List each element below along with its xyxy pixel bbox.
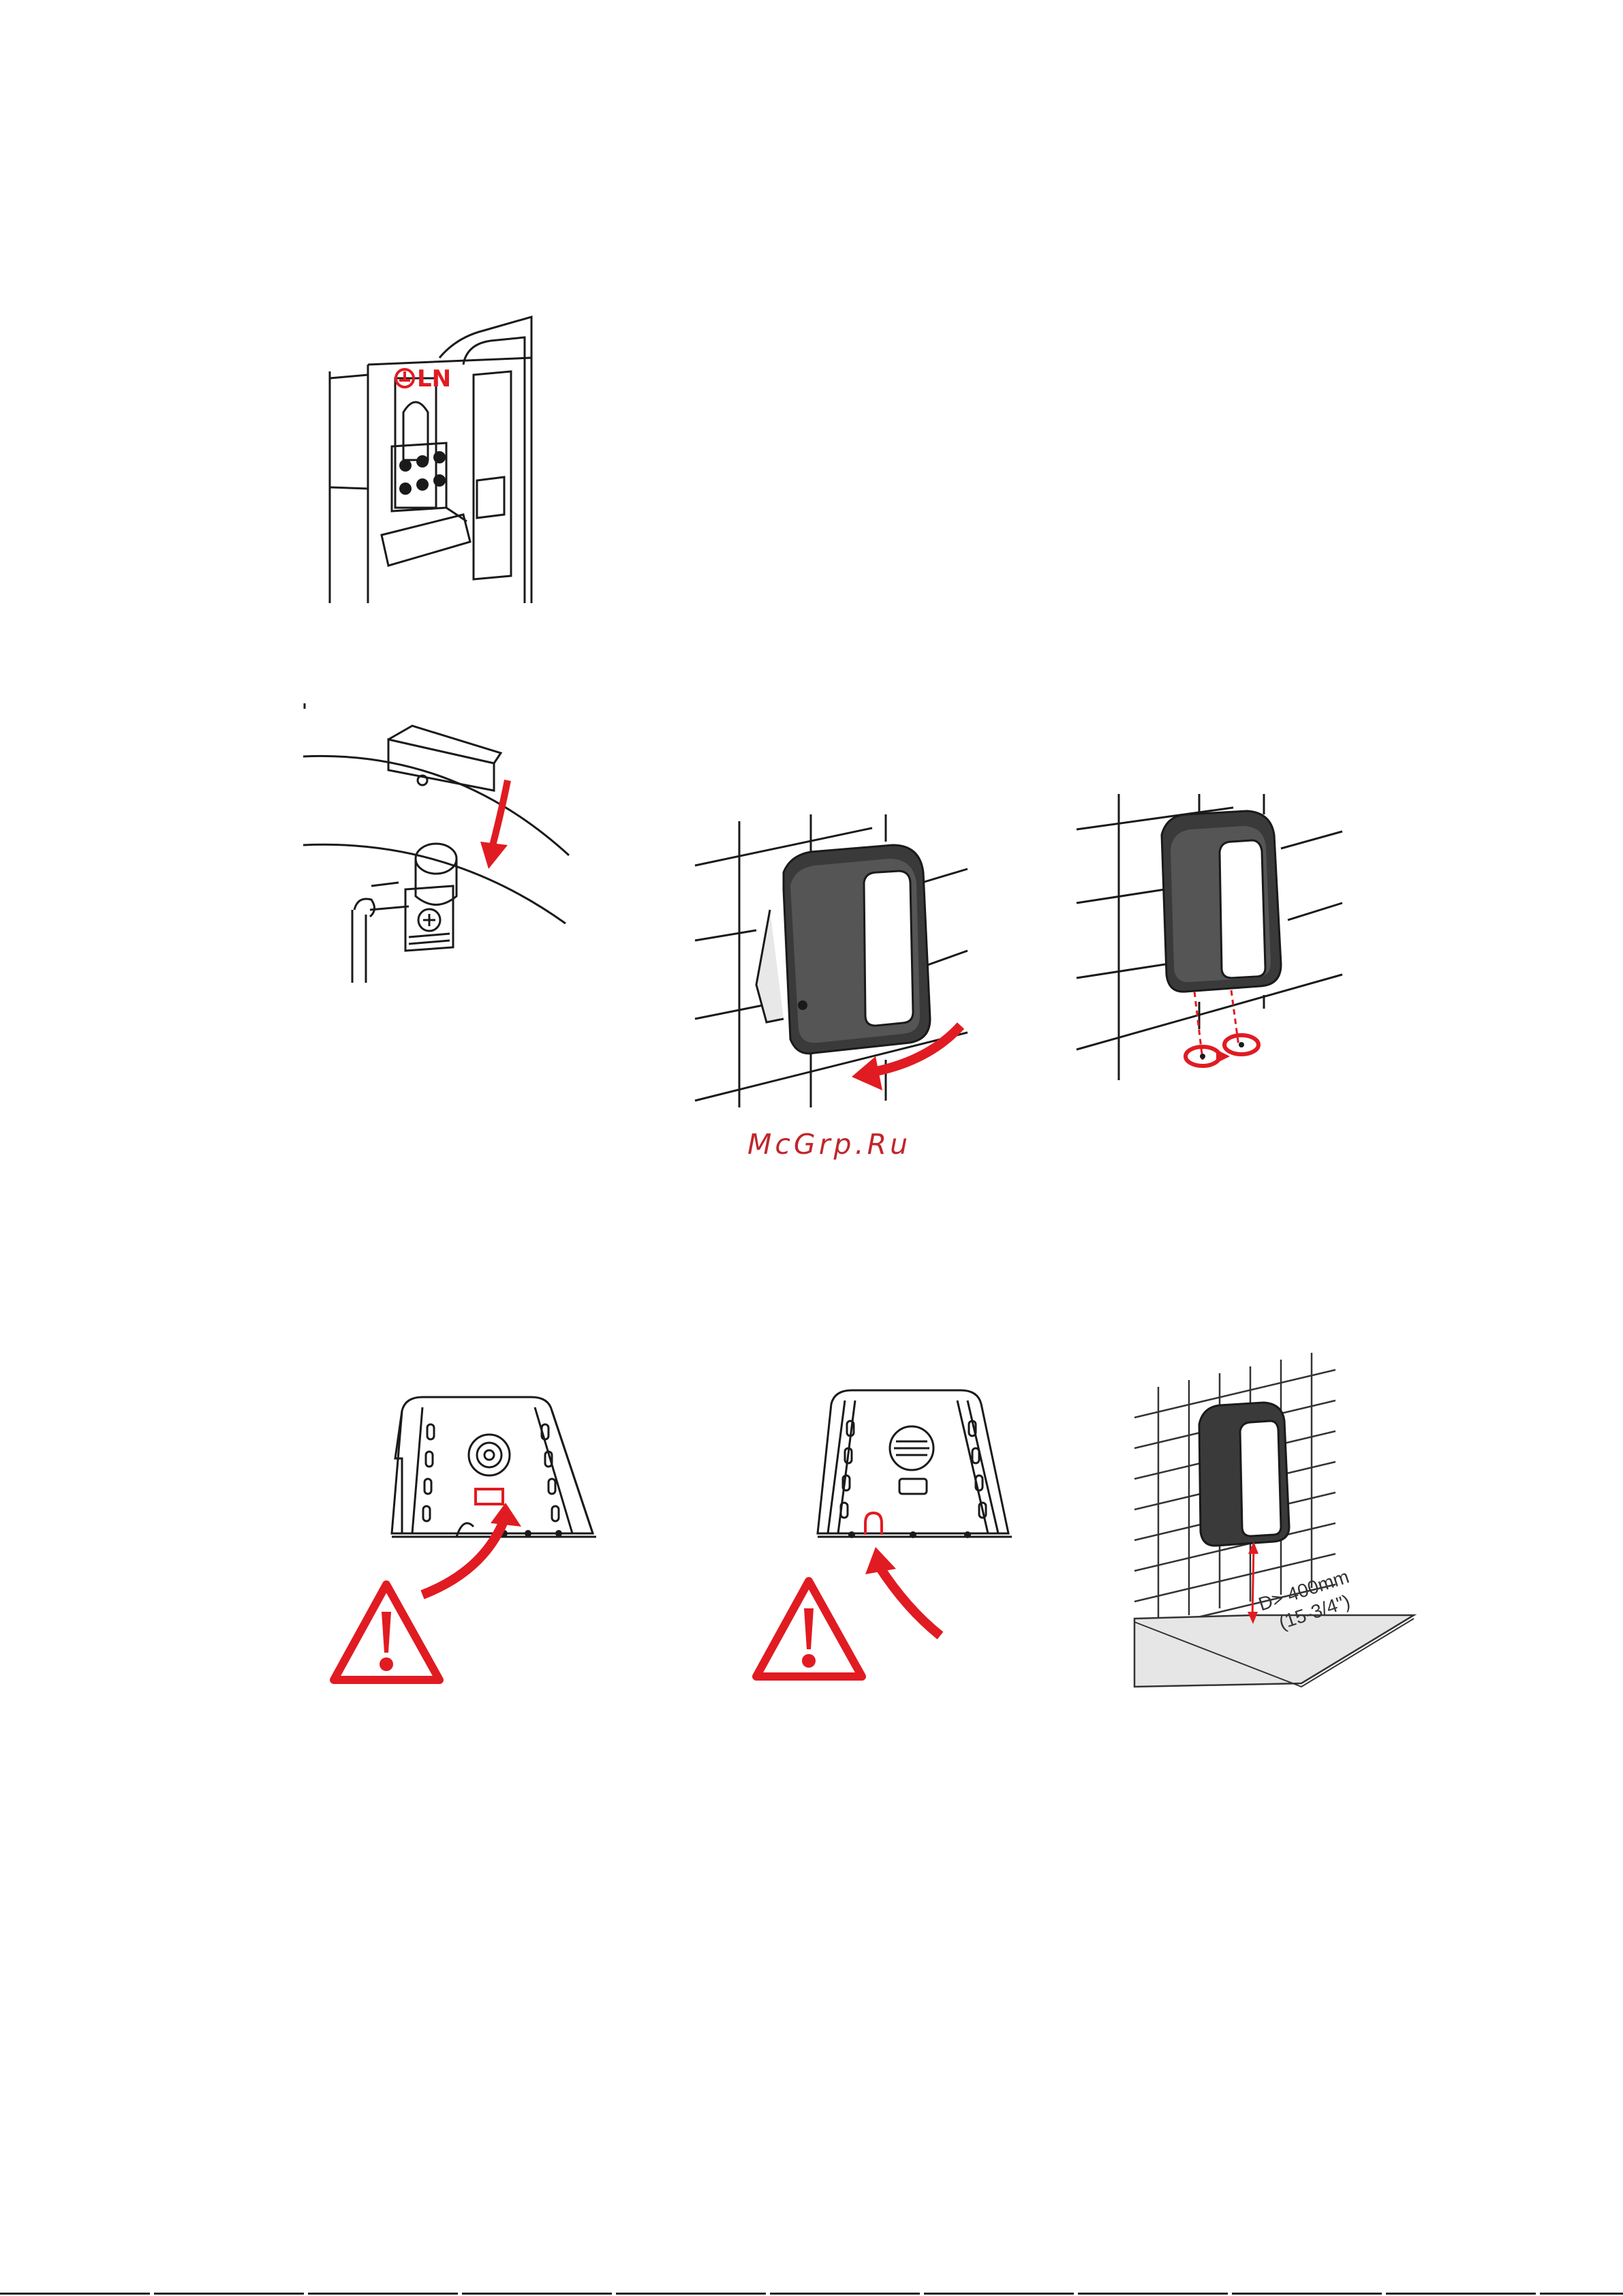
dryer-attach-figure	[695, 814, 981, 1107]
watermark-text: McGrp.Ru	[747, 1128, 911, 1161]
cable-clamp-figure	[303, 702, 576, 988]
terminal-block-figure: LN	[327, 310, 538, 603]
bottom-warning-drawing-left	[327, 1390, 613, 1690]
cable-clamp-drawing	[303, 702, 576, 988]
clearance-figure: D> 400mm (15-3/4")	[1131, 1349, 1417, 1697]
page-bottom-border	[0, 2293, 1623, 2295]
terminal-block-drawing: LN	[327, 310, 538, 603]
bottom-warning-figure-left	[327, 1390, 613, 1690]
clearance-drawing: D> 400mm (15-3/4")	[1131, 1349, 1417, 1697]
warning-triangle-icon	[756, 1581, 862, 1677]
bottom-warning-drawing-middle	[743, 1383, 1029, 1690]
warning-triangle-icon	[334, 1585, 439, 1680]
dryer-screw-figure	[1077, 794, 1342, 1080]
rotation-arrow-icon	[1186, 1035, 1258, 1066]
dryer-screw-drawing	[1077, 794, 1342, 1080]
bottom-warning-figure-middle	[743, 1383, 1029, 1690]
terminal-label: LN	[417, 365, 451, 393]
curved-arrow-icon	[879, 1566, 940, 1636]
dryer-attach-drawing	[695, 814, 981, 1107]
